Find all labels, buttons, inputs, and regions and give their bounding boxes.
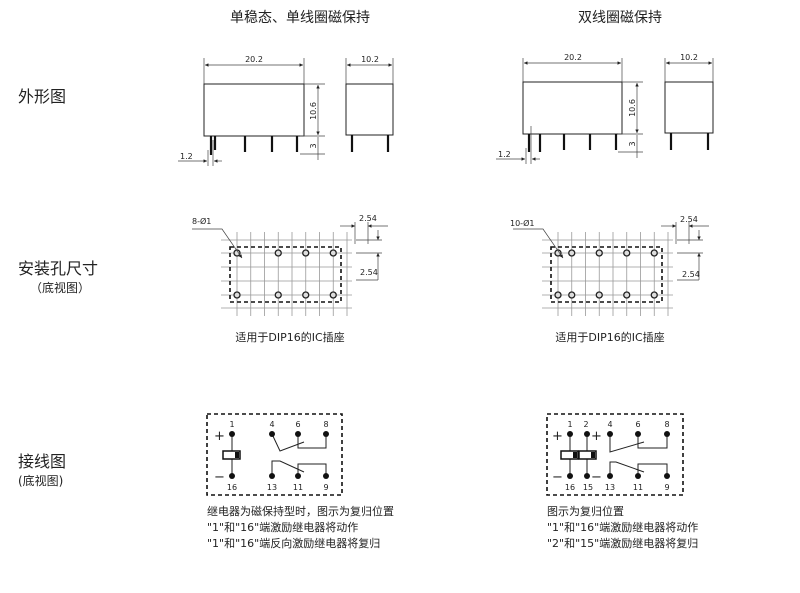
left-outline-side-view: 10.2: [345, 55, 394, 152]
left-hole-count-label: 8-Ø1: [192, 216, 211, 226]
right-hole-pattern: [513, 222, 709, 316]
contact-switch-symbol: [271, 433, 327, 476]
mounting-hole: [650, 249, 658, 257]
pin-label: 13: [267, 483, 277, 492]
row-label-holes: 安装孔尺寸: [18, 259, 98, 278]
mounting-hole: [623, 249, 631, 257]
mounting-hole: [302, 291, 310, 299]
left-wiring-note: 继电器为磁保持型时，图示为复归位置: [207, 504, 394, 518]
row-label-holes-sub: （底视图）: [30, 280, 90, 295]
pin-label: 1: [229, 420, 234, 429]
dim-pin-length: 3: [628, 141, 637, 146]
mounting-hole: [274, 249, 282, 257]
contact-switch-symbol: [609, 434, 668, 476]
left-pitch-label-v: 2.54: [360, 268, 378, 277]
left-wiring-note: "1"和"16"端激励继电器将动作: [207, 520, 358, 534]
mounting-hole: [595, 249, 603, 257]
pin-label: 8: [664, 420, 669, 429]
mounting-hole: [650, 291, 658, 299]
dim-pin-offset: 1.2: [498, 150, 511, 159]
outline-dashed: [550, 246, 663, 303]
leader-line: [192, 228, 243, 259]
right-pitch-label-v: 2.54: [682, 270, 700, 279]
dim-length: 20.2: [564, 53, 582, 62]
pin-label: 16: [227, 483, 237, 492]
leader-line: [513, 228, 564, 259]
right-hole-count-label: 10-Ø1: [510, 218, 534, 228]
dim-pin-length: 3: [309, 143, 318, 148]
row-label-wiring: 接线图: [18, 452, 66, 471]
pin-label: 6: [295, 420, 300, 429]
minus-sign: −: [591, 470, 602, 485]
plus-sign: +: [552, 429, 563, 444]
dim-height: 10.6: [628, 99, 637, 117]
row-label-wiring-sub: (底视图): [18, 473, 63, 488]
pin-label: 11: [293, 483, 303, 492]
pin-label: 13: [605, 483, 615, 492]
plus-sign: +: [214, 429, 225, 444]
outline-dashed: [229, 246, 342, 303]
pin-label: 9: [664, 483, 669, 492]
mounting-hole: [329, 291, 337, 299]
pin-label: 6: [635, 420, 640, 429]
right-column-title: 双线圈磁保持: [578, 10, 662, 26]
minus-sign: −: [552, 470, 563, 485]
left-hole-pattern: [192, 222, 388, 316]
pin-label: 15: [583, 483, 593, 492]
left-pitch-label-h: 2.54: [359, 214, 377, 223]
mounting-hole: [302, 249, 310, 257]
pin-label: 1: [567, 420, 572, 429]
pin-label: 16: [565, 483, 575, 492]
coil-symbol: [578, 434, 597, 476]
coil-symbol: [560, 434, 579, 476]
dim-height: 10.6: [309, 102, 318, 120]
right-outline-side-view: 10.2: [664, 53, 714, 150]
right-pitch-label-h: 2.54: [680, 215, 698, 224]
pin-label: 2: [583, 420, 588, 429]
mounting-hole: [595, 291, 603, 299]
right-wiring-note: "1"和"16"端激励继电器将动作: [547, 520, 698, 534]
mounting-hole: [568, 291, 576, 299]
pin-label: 11: [633, 483, 643, 492]
dim-width: 10.2: [680, 53, 698, 62]
dim-length: 20.2: [245, 55, 263, 64]
pin-label: 4: [607, 420, 612, 429]
left-hole-caption: 适用于DIP16的IC插座: [235, 330, 344, 344]
right-hole-caption: 适用于DIP16的IC插座: [555, 330, 664, 344]
mounting-hole: [274, 291, 282, 299]
pin-label: 4: [269, 420, 274, 429]
mounting-hole: [233, 249, 241, 257]
mounting-hole: [554, 249, 562, 257]
left-column-title: 单稳态、单线圈磁保持: [230, 10, 370, 26]
mounting-hole: [568, 249, 576, 257]
left-wiring-diagram: 1 4 6 8 16 13 11 9 + −: [206, 413, 343, 496]
dim-pin-offset: 1.2: [180, 152, 193, 161]
row-label-outline: 外形图: [18, 87, 66, 106]
left-wiring-note: "1"和"16"端反向激励继电器将复归: [207, 536, 380, 550]
right-wiring-diagram: 1 2 4 6 8 16 15 13 11 9 + + − −: [546, 413, 684, 496]
left-outline-front-view: 20.2 10.6 3 1.2: [178, 55, 325, 166]
right-wiring-note: "2"和"15"端激励继电器将复归: [547, 536, 698, 550]
dim-width: 10.2: [361, 55, 379, 64]
mounting-hole: [554, 291, 562, 299]
minus-sign: −: [214, 470, 225, 485]
right-wiring-note: 图示为复归位置: [547, 504, 624, 518]
coil-symbol: [222, 434, 241, 476]
right-outline-front-view: 20.2 10.6 3 1.2: [496, 53, 643, 164]
plus-sign: +: [591, 429, 602, 444]
pin-label: 9: [323, 483, 328, 492]
mounting-hole: [329, 249, 337, 257]
mounting-hole: [623, 291, 631, 299]
pin-label: 8: [323, 420, 328, 429]
mounting-hole: [233, 291, 241, 299]
